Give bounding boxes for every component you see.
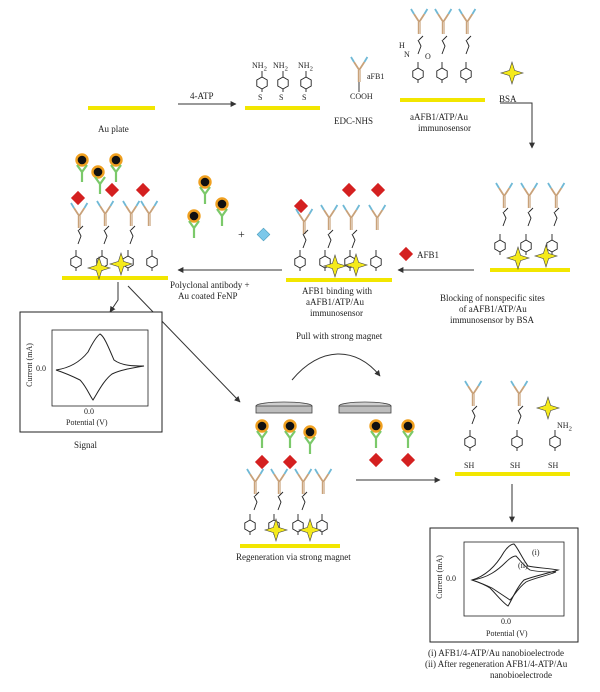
arrow-bsa (500, 102, 535, 149)
cv2-curve-i (470, 543, 560, 607)
arrow-to-regeneration (127, 285, 241, 403)
nh2-label-2: NH2 (273, 61, 288, 75)
regeneration-assembly (244, 419, 333, 542)
edc-label: EDC-NHS (334, 116, 374, 126)
binding-label-1: AFB1 binding with (302, 286, 373, 296)
nh2-label-4: NH2 (557, 421, 572, 435)
blocking-label-1: Blocking of nonspecific sites (440, 293, 545, 303)
cooh-label: COOH (350, 92, 373, 101)
blocking-label-2: of aAFB1/ATP/Au (459, 304, 527, 314)
signal-cv-curve (55, 333, 145, 401)
plot1-xlabel: Potential (V) (66, 418, 108, 427)
afb1-diamond-reagent (398, 246, 414, 262)
plus-sign: + (238, 227, 245, 241)
afb1-label: AFB1 (417, 250, 440, 260)
plot1-xtick: 0.0 (84, 407, 94, 416)
blocking-label-3: immunosensor by BSA (450, 315, 535, 325)
magnet-right (338, 401, 392, 414)
signal-label: Signal (74, 440, 98, 450)
nh2-subscript: 2 (568, 425, 572, 433)
immuno-label-2: immunosensor (418, 123, 471, 133)
atp-step-label: 4-ATP (190, 91, 214, 101)
nh2-subscript: 2 (309, 65, 313, 73)
afb1-antibody-label: aFB1 (367, 72, 385, 81)
bsa-label: BSA (499, 94, 517, 104)
plot2-ytick: 0.0 (446, 574, 456, 583)
nh2-text: NH (298, 61, 310, 70)
poly-label-2: Au coated FeNP (178, 291, 238, 301)
curve-i-label: (i) (532, 548, 540, 557)
plot1-ylabel: Current (mA) (24, 343, 34, 387)
plot2-ylabel: Current (mA) (434, 555, 444, 599)
cv2-plot-frame (429, 527, 579, 643)
binding-label-3: immunosensor (310, 308, 363, 318)
h-label-1: H (399, 41, 405, 50)
immunosensor-molecules (410, 8, 477, 84)
sh-label-1: SH (464, 461, 475, 470)
binding-label-2: aAFB1/ATP/Au (306, 297, 365, 307)
final-sandwich-assembly (70, 153, 159, 280)
nh2-text: NH (273, 61, 285, 70)
pull-label: Pull with strong magnet (296, 331, 383, 341)
nh2-label-3: NH2 (298, 61, 313, 75)
sh-label-2: SH (510, 461, 521, 470)
fenp-diamond (256, 227, 271, 242)
afb1-bound-immunosensor (293, 182, 387, 278)
magnet-left (255, 401, 313, 414)
o-label-1: O (425, 52, 431, 61)
caption-ii-1: (ii) After regeneration AFB1/4-ATP/Au (425, 659, 568, 669)
signal-plot-axes (51, 329, 149, 407)
regeneration-label: Regeneration via strong magnet (236, 552, 351, 562)
caption-i: (i) AFB1/4-ATP/Au nanobioelectrode (428, 648, 564, 658)
regenerated-electrode (464, 380, 561, 452)
plot2-xlabel: Potential (V) (486, 629, 528, 638)
n-label-1: N (404, 50, 410, 59)
pull-arc-arrow (291, 353, 381, 381)
afb1-antibody-reagent (350, 56, 369, 92)
arrow-to-signal (109, 282, 119, 313)
immuno-label-1: aAFB1/ATP/Au (410, 112, 469, 122)
released-complexes (368, 419, 416, 468)
poly-label-1: Polyclonal antibody + (170, 280, 250, 290)
nh2-subscript: 2 (263, 65, 267, 73)
signal-plot-frame (19, 311, 163, 433)
nh2-text: NH (557, 421, 569, 430)
s-label-2: S (279, 93, 284, 102)
nh2-text: NH (252, 61, 264, 70)
cv2-curve-ii (471, 555, 557, 601)
sh-label-3: SH (548, 461, 559, 470)
bsa-blocked-immunosensor (494, 182, 566, 270)
curve-ii-label: (ii) (518, 561, 528, 570)
caption-ii-2: nanobioelectrode (490, 670, 552, 680)
plot2-xtick: 0.0 (501, 617, 511, 626)
cv2-plot-axes (463, 541, 565, 617)
s-label-1: S (258, 93, 263, 102)
au-plate-label: Au plate (98, 124, 129, 134)
bsa-star (500, 61, 524, 85)
plot1-ytick: 0.0 (36, 364, 46, 373)
free-polyclonal-antibodies (187, 175, 229, 240)
nh2-label-1: NH2 (252, 61, 267, 75)
s-label-3: S (302, 93, 307, 102)
nh2-subscript: 2 (284, 65, 288, 73)
